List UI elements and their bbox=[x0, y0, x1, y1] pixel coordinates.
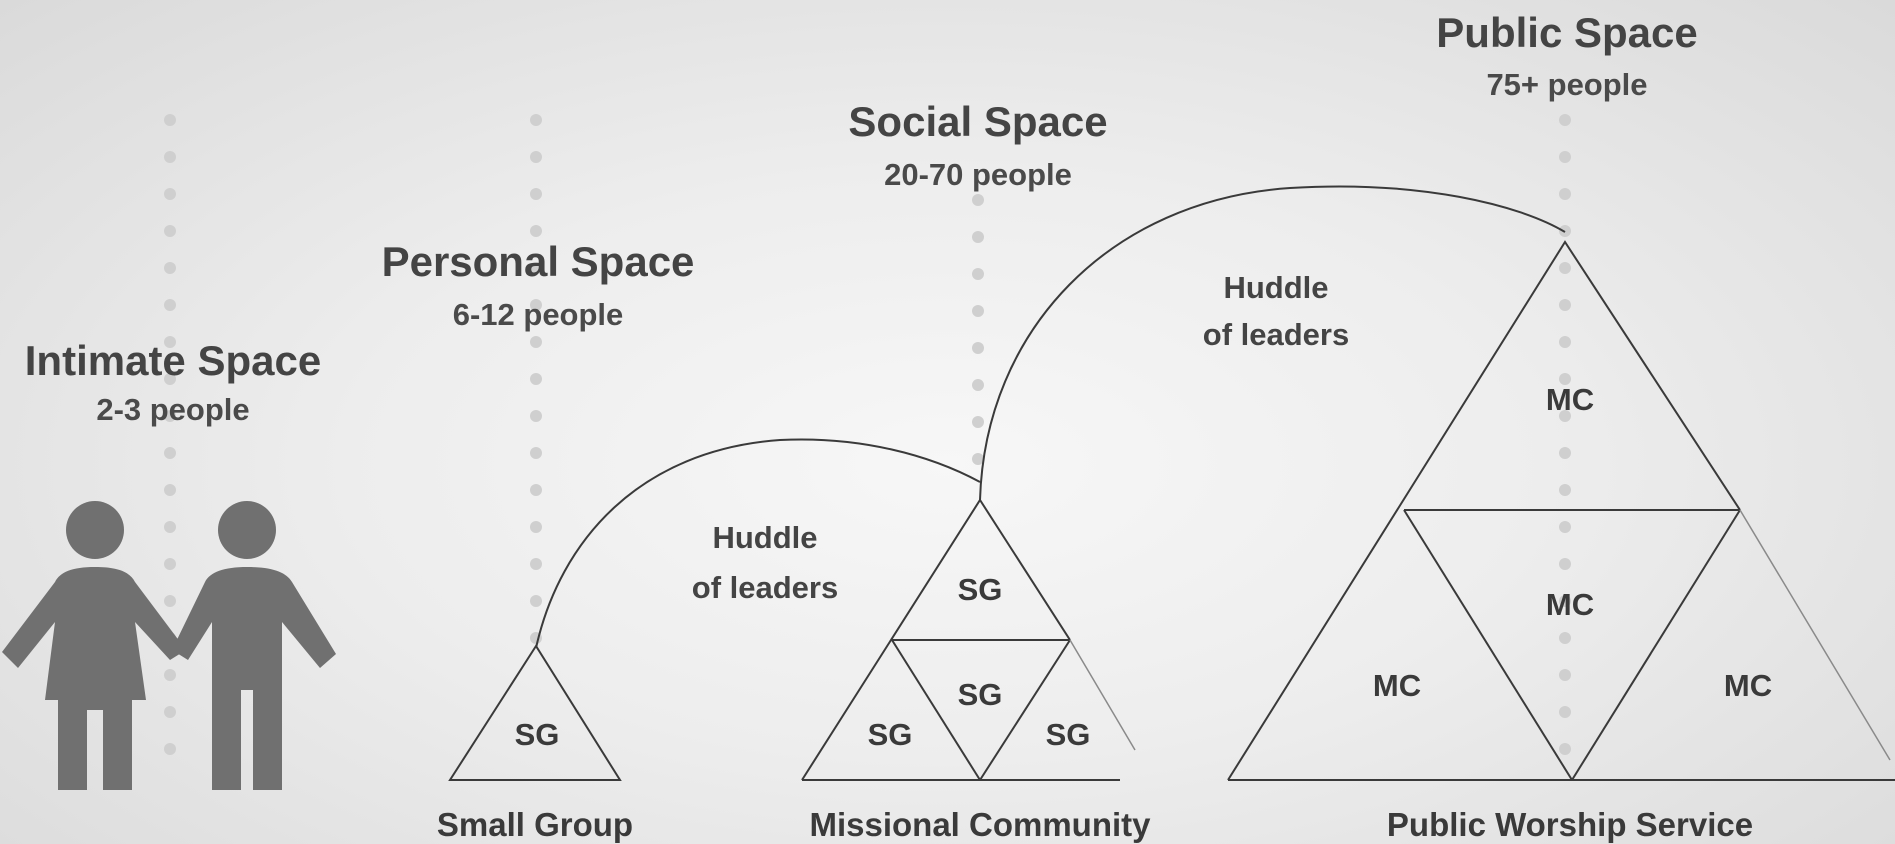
guide-dot bbox=[1559, 410, 1571, 422]
guide-dot bbox=[1559, 188, 1571, 200]
guide-dot bbox=[1559, 336, 1571, 348]
huddle-label-second-line1: Huddle bbox=[1223, 270, 1328, 305]
public-space-title: Public Space bbox=[1436, 9, 1697, 56]
guide-dot bbox=[164, 410, 176, 422]
guide-dot bbox=[972, 231, 984, 243]
guide-dot bbox=[164, 262, 176, 274]
guide-dot bbox=[164, 595, 176, 607]
small-group-cell: SG bbox=[515, 717, 560, 752]
guide-dot bbox=[164, 151, 176, 163]
public-worship-service-label: Public Worship Service bbox=[1387, 806, 1753, 843]
guide-dot bbox=[1559, 521, 1571, 533]
guide-dot bbox=[1559, 262, 1571, 274]
guide-dot bbox=[530, 336, 542, 348]
huddle-label-first-line2: of leaders bbox=[692, 570, 838, 605]
guide-dot bbox=[1559, 114, 1571, 126]
guide-dot bbox=[530, 225, 542, 237]
public-cell-right: MC bbox=[1724, 668, 1772, 703]
guide-dot bbox=[1559, 706, 1571, 718]
small-group-triangle bbox=[448, 644, 622, 781]
guide-dot bbox=[530, 262, 542, 274]
guide-dot bbox=[530, 188, 542, 200]
huddle-arc-small bbox=[535, 438, 981, 649]
public-cell-middle: MC bbox=[1546, 587, 1594, 622]
guide-dot bbox=[972, 379, 984, 391]
social-space-people: 20-70 people bbox=[884, 157, 1072, 192]
guide-dot bbox=[530, 114, 542, 126]
guide-dot bbox=[164, 299, 176, 311]
personal-space-people: 6-12 people bbox=[453, 297, 624, 332]
guide-dot bbox=[972, 268, 984, 280]
guide-dot bbox=[164, 521, 176, 533]
huddle-label-second-line2: of leaders bbox=[1203, 317, 1349, 352]
guide-dot bbox=[530, 410, 542, 422]
two-people-holding-hands-icon bbox=[2, 501, 336, 790]
missional-cell-left: SG bbox=[868, 717, 913, 752]
guide-dot bbox=[164, 558, 176, 570]
missional-cell-right: SG bbox=[1046, 717, 1091, 752]
guide-dot bbox=[530, 521, 542, 533]
guide-dot bbox=[530, 299, 542, 311]
missional-community-label: Missional Community bbox=[809, 806, 1151, 843]
intimate-space-people: 2-3 people bbox=[96, 392, 249, 427]
guide-dot bbox=[530, 558, 542, 570]
guide-dot bbox=[1559, 595, 1571, 607]
guide-dot bbox=[530, 373, 542, 385]
guide-dot bbox=[164, 706, 176, 718]
dotted-guide-public bbox=[1559, 114, 1571, 755]
guide-dot bbox=[1559, 743, 1571, 755]
guide-dot bbox=[164, 447, 176, 459]
guide-dot bbox=[972, 453, 984, 465]
dotted-guide-social bbox=[972, 194, 984, 465]
small-group-label: Small Group bbox=[437, 806, 633, 843]
guide-dot bbox=[530, 595, 542, 607]
public-space-people: 75+ people bbox=[1486, 67, 1647, 102]
guide-dot bbox=[164, 669, 176, 681]
guide-dot bbox=[1559, 299, 1571, 311]
dotted-guide-personal bbox=[530, 114, 542, 644]
guide-dot bbox=[1559, 447, 1571, 459]
huddle-arc-large bbox=[979, 185, 1566, 501]
public-cell-left: MC bbox=[1373, 668, 1421, 703]
guide-dot bbox=[164, 336, 176, 348]
guide-dot bbox=[530, 151, 542, 163]
huddle-label-first-line1: Huddle bbox=[712, 520, 817, 555]
guide-dot bbox=[1559, 558, 1571, 570]
guide-dot bbox=[972, 342, 984, 354]
guide-dot bbox=[530, 484, 542, 496]
public-cell-top: MC bbox=[1546, 382, 1594, 417]
guide-dot bbox=[164, 373, 176, 385]
guide-dot bbox=[972, 305, 984, 317]
guide-dot bbox=[1559, 632, 1571, 644]
intimate-space-title: Intimate Space bbox=[25, 337, 321, 384]
missional-cell-middle: SG bbox=[958, 677, 1003, 712]
personal-space-title: Personal Space bbox=[382, 238, 695, 285]
guide-dot bbox=[1559, 484, 1571, 496]
missional-cell-top: SG bbox=[958, 572, 1003, 607]
missional-community-triangle bbox=[801, 498, 1136, 781]
guide-dot bbox=[530, 447, 542, 459]
guide-dot bbox=[1559, 373, 1571, 385]
guide-dot bbox=[972, 194, 984, 206]
guide-dot bbox=[164, 114, 176, 126]
guide-dot bbox=[164, 484, 176, 496]
guide-dot bbox=[1559, 669, 1571, 681]
public-worship-triangle bbox=[1227, 240, 1895, 781]
guide-dot bbox=[1559, 151, 1571, 163]
guide-dot bbox=[972, 416, 984, 428]
guide-dot bbox=[164, 188, 176, 200]
social-space-title: Social Space bbox=[848, 98, 1107, 145]
guide-dot bbox=[164, 743, 176, 755]
guide-dot bbox=[164, 225, 176, 237]
